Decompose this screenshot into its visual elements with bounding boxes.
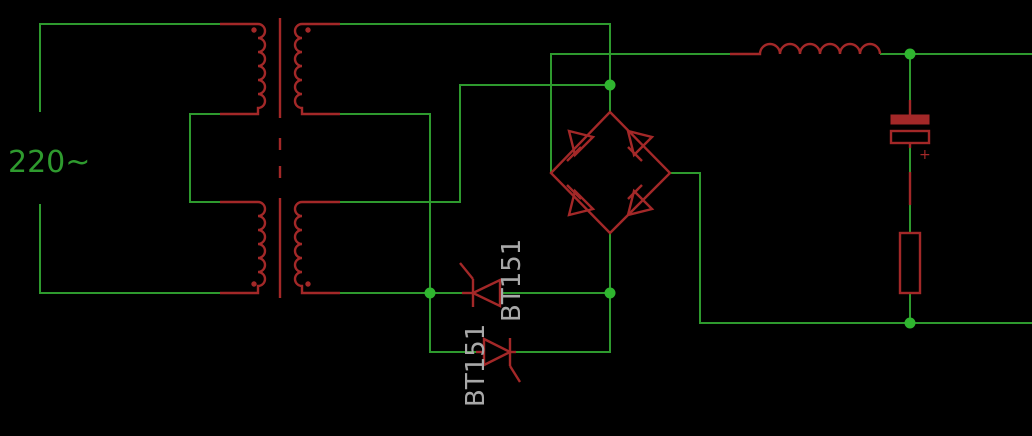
polarity-dot <box>305 281 311 287</box>
load-resistor <box>898 172 922 295</box>
transformer-bottom <box>220 200 340 295</box>
junction-dot <box>604 79 616 91</box>
thyristor-1-label: BT151 <box>497 239 527 322</box>
junction-dot <box>904 317 916 329</box>
diode-d2 <box>626 129 655 158</box>
transformer-top <box>220 22 340 116</box>
bridge-outline <box>549 110 672 235</box>
capacitor-polarity-mark: + <box>919 147 931 163</box>
junction-dot <box>604 287 616 299</box>
diode-d4-bar <box>627 184 643 200</box>
wire-sec-top-outer <box>340 23 611 85</box>
secondary-winding-top <box>293 22 340 116</box>
wire-sec-centre <box>340 113 431 293</box>
wire-negative-rail <box>670 172 1032 324</box>
wires <box>39 23 1032 353</box>
junctions <box>424 48 916 329</box>
capacitor-negative-plate <box>890 114 930 125</box>
thyristor-2-label: BT151 <box>461 324 491 407</box>
wire-sec-lower-top <box>340 84 610 203</box>
wire-mains-bottom <box>39 204 220 294</box>
polarity-dot <box>251 27 257 33</box>
polarity-dot <box>251 281 257 287</box>
primary-winding-bottom <box>220 200 267 295</box>
primary-winding-top <box>220 22 267 116</box>
thyristor-2 <box>476 337 522 383</box>
capacitor-positive-plate <box>889 129 931 145</box>
bridge-rectifier <box>549 110 672 235</box>
diode-d2-bar <box>627 146 643 162</box>
source-voltage-label: 220~ <box>8 145 90 180</box>
wire-scr2-anode <box>516 293 611 353</box>
diode-d1 <box>567 129 596 158</box>
resistor-body <box>898 231 922 295</box>
diode-d1-bar <box>566 146 582 162</box>
junction-dot <box>904 48 916 60</box>
wire-scr2-cathode <box>429 293 476 353</box>
thyristor-2-gate <box>508 365 522 383</box>
electrolytic-capacitor: + <box>889 100 931 163</box>
secondary-winding-bottom <box>293 200 340 295</box>
inductor <box>730 42 882 56</box>
thyristor-1-body <box>470 278 502 308</box>
wire-primary-series <box>189 113 220 203</box>
diode-d3-bar <box>566 184 582 200</box>
wire-mains-top <box>39 23 220 112</box>
thyristor-1-gate <box>459 262 474 280</box>
junction-dot <box>424 287 436 299</box>
polarity-dot <box>305 27 311 33</box>
thyristor-1 <box>459 262 502 308</box>
wire-positive-rail <box>550 53 760 173</box>
diode-d3 <box>567 188 596 217</box>
diode-d4 <box>626 188 655 217</box>
